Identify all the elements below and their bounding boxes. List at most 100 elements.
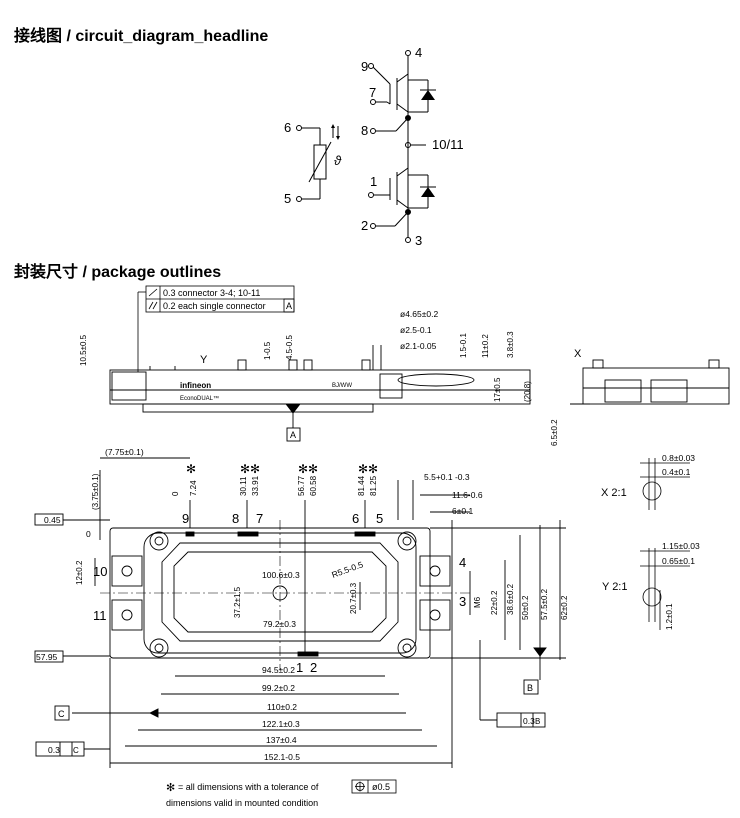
circuit-pin-labels: 9 4 7 8 10/11 6 5 1 2 3 (284, 45, 464, 248)
svg-text:✻✻: ✻✻ (240, 462, 260, 476)
pin-10-11-label: 10/11 (432, 137, 464, 152)
pin-3-label: 3 (415, 233, 422, 248)
svg-text:57.95: 57.95 (36, 652, 58, 662)
svg-text:22±0.2: 22±0.2 (490, 590, 499, 615)
svg-text:94.5±0.2: 94.5±0.2 (262, 665, 295, 675)
svg-text:B: B (535, 717, 540, 726)
svg-text:9: 9 (182, 511, 189, 526)
svg-text:10.5±0.5: 10.5±0.5 (79, 334, 88, 366)
svg-text:X: X (574, 348, 582, 360)
tolerance-box (137, 285, 295, 372)
svg-text:0: 0 (86, 529, 91, 539)
svg-text:0: 0 (171, 491, 180, 496)
svg-text:11.6-0.6: 11.6-0.6 (452, 490, 483, 500)
svg-text:62±0.2: 62±0.2 (560, 595, 569, 620)
footnotes: ✻ = all dimensions with a tolerance of ø… (166, 782, 390, 808)
svg-text:X 2:1: X 2:1 (601, 487, 627, 499)
circuit-diagram: ϑ (296, 50, 436, 243)
svg-text:0.3: 0.3 (48, 745, 60, 755)
footnote-frame (351, 779, 397, 794)
pin-5-label: 5 (284, 191, 291, 206)
svg-text:5: 5 (376, 511, 383, 526)
svg-text:11: 11 (93, 608, 107, 623)
svg-text:✻✻: ✻✻ (298, 462, 318, 476)
svg-text:137±0.4: 137±0.4 (266, 735, 297, 745)
svg-text:99.2±0.2: 99.2±0.2 (262, 683, 295, 693)
svg-text:152.1-0.5: 152.1-0.5 (264, 752, 300, 762)
svg-text:2: 2 (310, 660, 317, 675)
detail-x (640, 458, 690, 510)
top-view (34, 457, 566, 768)
svg-text:ø0.5: ø0.5 (372, 782, 390, 792)
svg-text:79.2±0.3: 79.2±0.3 (263, 619, 296, 629)
svg-text:1.2±0.1: 1.2±0.1 (665, 603, 674, 630)
top-view-text: (7.75±0.1) (3.75±0.1) 0.45 0 0 7.24 30.1… (36, 447, 569, 762)
svg-text:56.77: 56.77 (297, 475, 306, 496)
svg-text:0.8±0.03: 0.8±0.03 (662, 453, 695, 463)
svg-text:EconoDUAL™: EconoDUAL™ (180, 395, 219, 402)
svg-text:8: 8 (232, 511, 239, 526)
svg-text:33.91: 33.91 (251, 475, 260, 496)
svg-text:20.7±0.3: 20.7±0.3 (349, 582, 358, 614)
svg-text:4: 4 (459, 555, 466, 570)
svg-text:ø2.5-0.1: ø2.5-0.1 (400, 325, 432, 335)
svg-text:1.15±0.03: 1.15±0.03 (662, 541, 700, 551)
svg-text:12±0.2: 12±0.2 (75, 560, 84, 585)
svg-text:B: B (527, 683, 533, 693)
pin-1-label: 1 (370, 174, 377, 189)
svg-text:✻: ✻ (166, 782, 175, 794)
svg-text:✻: ✻ (186, 462, 196, 476)
svg-text:M6: M6 (473, 596, 482, 608)
svg-text:38.6±0.2: 38.6±0.2 (506, 583, 515, 615)
svg-text:4.5-0.5: 4.5-0.5 (285, 335, 294, 360)
package-heading: 封装尺寸 / package outlines (14, 264, 222, 281)
pin-6-label: 6 (284, 120, 291, 135)
svg-text:= all dimensions with a tolera: = all dimensions with a tolerance of (178, 782, 319, 792)
svg-text:37.2±1.5: 37.2±1.5 (233, 586, 242, 618)
svg-text:(3.75±0.1): (3.75±0.1) (91, 473, 100, 510)
svg-text:R5.5-0.5: R5.5-0.5 (330, 559, 364, 580)
svg-text:Y: Y (200, 354, 208, 366)
svg-text:ø4.65±0.2: ø4.65±0.2 (400, 309, 438, 319)
svg-text:(20.8): (20.8) (523, 381, 532, 402)
svg-text:30.11: 30.11 (239, 476, 248, 496)
tolerance-line-1: 0.3 connector 3-4; 10-11 (163, 288, 260, 298)
svg-text:0.3: 0.3 (523, 716, 535, 726)
svg-text:5.5+0.1 -0.3: 5.5+0.1 -0.3 (424, 472, 470, 482)
svg-text:100.6±0.3: 100.6±0.3 (262, 570, 300, 580)
svg-text:0.45: 0.45 (44, 515, 61, 525)
svg-text:BJ/WW: BJ/WW (332, 383, 352, 389)
svg-text:3: 3 (459, 594, 466, 609)
svg-text:7: 7 (256, 511, 263, 526)
svg-text:6±0.1: 6±0.1 (452, 506, 473, 516)
svg-text:60.58: 60.58 (309, 475, 318, 496)
tolerance-datum: A (286, 301, 292, 311)
svg-text:✻✻: ✻✻ (358, 462, 378, 476)
svg-text:1.5-0.1: 1.5-0.1 (459, 333, 468, 358)
svg-text:0.4±0.1: 0.4±0.1 (662, 467, 691, 477)
pin-7-label: 7 (369, 85, 376, 100)
svg-text:6: 6 (352, 511, 359, 526)
pin-8-label: 8 (361, 123, 368, 138)
svg-text:0.65±0.1: 0.65±0.1 (662, 556, 695, 566)
circuit-heading: 接线图 / circuit_diagram_headline (14, 28, 269, 45)
svg-text:1-0.5: 1-0.5 (263, 341, 272, 360)
side-view-text: infineon EconoDUAL™ BJ/WW Y X A ø4.65±0.… (79, 309, 582, 446)
svg-text:A: A (290, 430, 296, 440)
svg-text:81.25: 81.25 (369, 475, 378, 496)
svg-text:50±0.2: 50±0.2 (521, 595, 530, 620)
svg-text:57.5±0.2: 57.5±0.2 (540, 588, 549, 620)
svg-text:C: C (58, 709, 65, 719)
pin-9-label: 9 (361, 59, 368, 74)
detail-y (640, 548, 690, 630)
svg-text:C: C (73, 746, 79, 755)
tolerance-line-2: 0.2 each single connector (163, 301, 266, 311)
detail-text: X 2:1 0.8±0.03 0.4±0.1 Y 2:1 1.15±0.03 0… (601, 453, 700, 630)
svg-text:122.1±0.3: 122.1±0.3 (262, 719, 300, 729)
svg-text:infineon: infineon (180, 381, 211, 390)
pin-4-label: 4 (415, 45, 422, 60)
pin-2-label: 2 (361, 218, 368, 233)
svg-text:ø2.1-0.05: ø2.1-0.05 (400, 341, 437, 351)
side-view (109, 345, 730, 442)
